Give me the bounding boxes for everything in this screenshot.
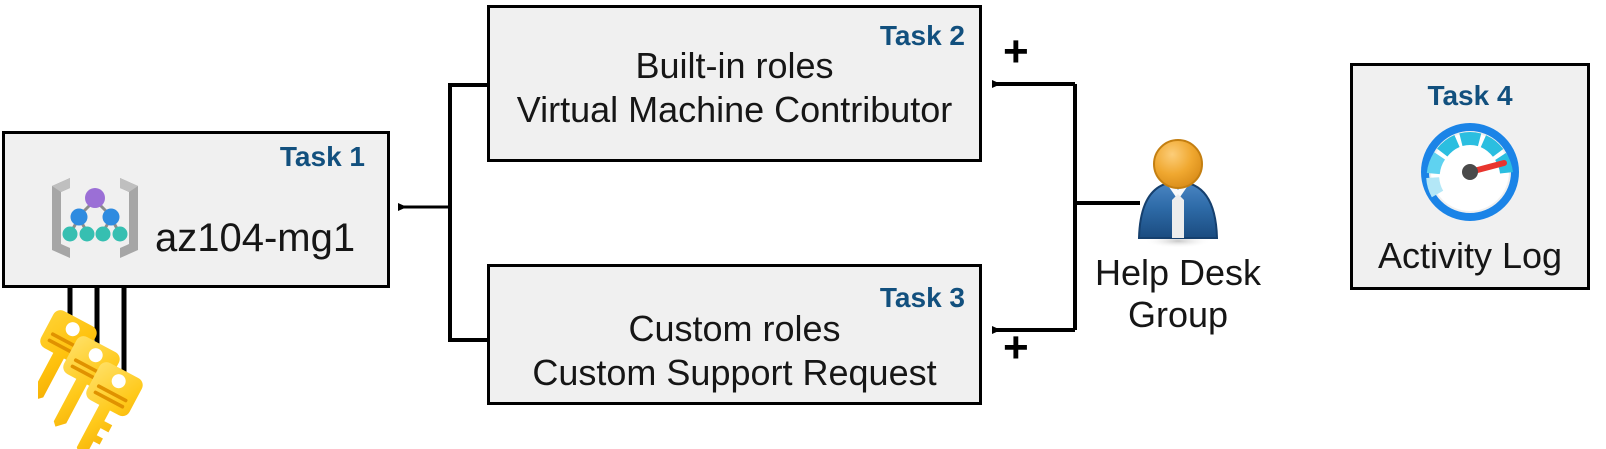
plus-icon-top: + [1003,27,1029,76]
task-4-box[interactable]: Task 4 Activity Log [1350,63,1590,290]
user-group-icon [1137,139,1219,248]
keys-icon [38,310,143,449]
helpdesk-group-label: Help Desk Group [1068,252,1288,337]
task-3-line-1: Custom roles [628,308,841,349]
helpdesk-line-2: Group [1127,294,1229,336]
helpdesk-line-1: Help Desk [1094,252,1262,293]
task-2-line-1: Built-in roles [635,45,834,86]
task-1-box[interactable]: Task 1 az104-mg1 [2,131,390,288]
plus-icon-bottom: + [1003,323,1029,372]
connector-roles-to-management-group [398,83,487,342]
task-3-line-2: Custom Support Request [532,351,937,393]
task-4-tag: Task 4 [1427,80,1513,111]
management-group-icon [52,178,138,258]
task-3-box[interactable]: Task 3 Custom roles Custom Support Reque… [487,264,982,405]
task-1-label: az104-mg1 [155,216,356,260]
task-2-box[interactable]: Task 2 Built-in roles Virtual Machine Co… [487,5,982,162]
task-1-tag: Task 1 [279,141,365,172]
task-2-tag: Task 2 [879,20,965,51]
gauge-icon [1421,123,1519,221]
task-2-text: Built-in roles Virtual Machine Contribut… [490,44,979,132]
task-3-text: Custom roles Custom Support Request [490,307,979,395]
task-3-tag: Task 3 [879,282,965,313]
task-4-label: Activity Log [1377,235,1563,276]
task-2-line-2: Virtual Machine Contributor [516,88,953,130]
